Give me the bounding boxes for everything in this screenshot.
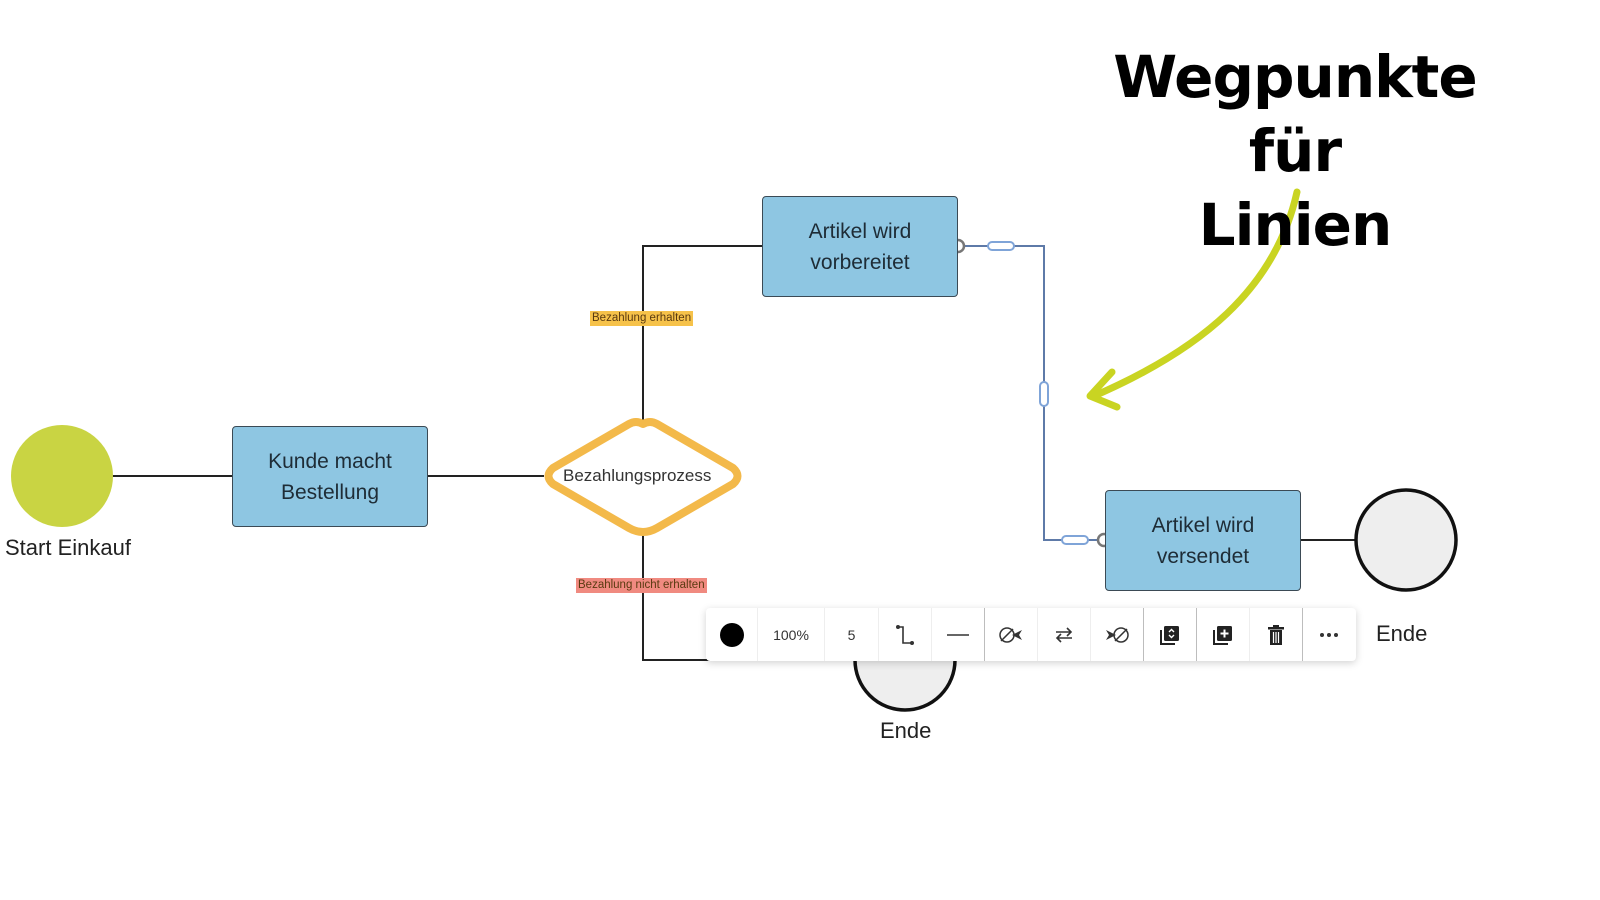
process-ship-line1: Artikel wird bbox=[1151, 513, 1255, 537]
connector-decision-prepare[interactable] bbox=[642, 245, 762, 420]
duplicate-button[interactable] bbox=[1197, 608, 1250, 661]
process-order-line1: Kunde macht bbox=[268, 449, 392, 473]
start-arrow-button[interactable] bbox=[985, 608, 1038, 661]
waypoint-handle-middle[interactable] bbox=[1039, 381, 1049, 407]
annotation-arrow bbox=[1090, 188, 1301, 400]
start-label: Start Einkauf bbox=[5, 535, 131, 560]
headline-line2: Linien bbox=[1198, 191, 1393, 259]
more-options-button[interactable] bbox=[1303, 608, 1355, 661]
waypoint-handle-top[interactable] bbox=[987, 241, 1015, 251]
line-style-button[interactable] bbox=[879, 608, 932, 661]
headline-line1: Wegpunkte für bbox=[1113, 43, 1478, 185]
edge-label-paid: Bezahlung erhalten bbox=[590, 311, 694, 326]
arrange-layers-icon bbox=[1160, 625, 1179, 645]
end-node-right[interactable] bbox=[1354, 488, 1458, 592]
line-color-button[interactable] bbox=[706, 608, 758, 661]
selected-connector-prepare-ship[interactable] bbox=[958, 245, 1104, 541]
process-ship[interactable]: Artikel wird versendet bbox=[1105, 490, 1301, 591]
process-order-line2: Bestellung bbox=[280, 480, 380, 504]
annotation-arrowhead bbox=[1086, 368, 1121, 411]
opacity-value: 100% bbox=[773, 626, 809, 643]
process-ship-line2: versendet bbox=[1156, 544, 1250, 568]
filled-circle-icon bbox=[719, 622, 744, 647]
start-arrowhead-icon bbox=[999, 626, 1022, 643]
dash-style-button[interactable] bbox=[932, 608, 985, 661]
start-node[interactable] bbox=[11, 425, 113, 527]
solid-line-icon bbox=[947, 633, 969, 636]
end-arrow-button[interactable] bbox=[1091, 608, 1144, 661]
process-prepare-line2: vorbereitet bbox=[810, 250, 910, 274]
end-label-right: Ende bbox=[1376, 621, 1428, 646]
decision-node[interactable] bbox=[544, 418, 742, 536]
waypoint-handle-bottom[interactable] bbox=[1061, 535, 1089, 545]
end-arrowhead-icon bbox=[1106, 626, 1129, 643]
headline: Wegpunkte für Linien bbox=[1060, 40, 1530, 262]
process-order[interactable]: Kunde macht Bestellung bbox=[232, 426, 428, 527]
opacity-button[interactable]: 100% bbox=[758, 608, 825, 661]
connector-decision-end-bottom[interactable] bbox=[642, 534, 720, 661]
thickness-value: 5 bbox=[847, 626, 856, 643]
more-horizontal-icon bbox=[1320, 632, 1338, 637]
elbow-connector-icon bbox=[896, 624, 914, 645]
delete-button[interactable] bbox=[1250, 608, 1303, 661]
line-format-toolbar: 100% 5 bbox=[706, 608, 1356, 661]
swap-direction-button[interactable] bbox=[1038, 608, 1091, 661]
arrange-button[interactable] bbox=[1144, 608, 1197, 661]
end-label-bottom: Ende bbox=[880, 718, 932, 743]
trash-icon bbox=[1268, 624, 1284, 645]
swap-direction-icon bbox=[1055, 626, 1073, 643]
process-prepare[interactable]: Artikel wird vorbereitet bbox=[762, 196, 958, 297]
thickness-button[interactable]: 5 bbox=[825, 608, 879, 661]
duplicate-icon bbox=[1213, 625, 1232, 645]
process-prepare-line1: Artikel wird bbox=[808, 219, 912, 243]
decision-label: Bezahlungsprozess bbox=[563, 466, 712, 485]
edge-label-not-paid: Bezahlung nicht erhalten bbox=[576, 578, 707, 593]
